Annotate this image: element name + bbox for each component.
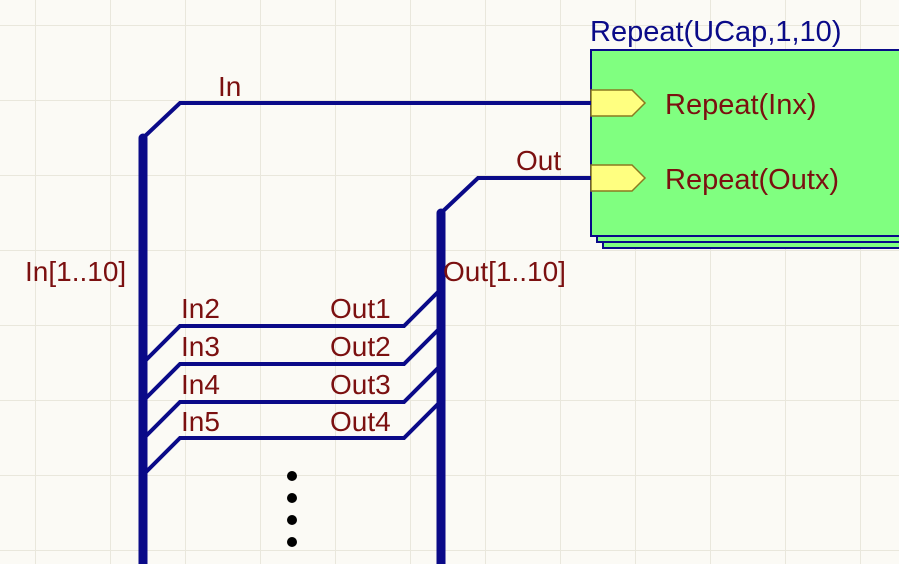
bus-entry-wire bbox=[141, 287, 443, 365]
bus-entry-wire bbox=[141, 325, 443, 403]
in-entry-label: In5 bbox=[181, 406, 220, 437]
sheet-entry-inx-port bbox=[590, 89, 647, 117]
sheet-symbol-designator: Repeat(UCap,1,10) bbox=[590, 16, 841, 48]
sheet-entry-inx-label: Repeat(Inx) bbox=[665, 89, 817, 121]
out-entry-label: Out4 bbox=[330, 406, 391, 437]
out-entry-label: Out2 bbox=[330, 331, 391, 362]
in-bus-label: In[1..10] bbox=[25, 256, 126, 287]
out-net-wire[interactable] bbox=[439, 176, 591, 215]
in-entry-label: In4 bbox=[181, 369, 220, 400]
sheet-entry-outx-label: Repeat(Outx) bbox=[665, 164, 839, 196]
bus-connection-3[interactable]: In4 Out3 bbox=[141, 363, 443, 441]
vertical-ellipsis-icon bbox=[287, 471, 297, 547]
bus-entry-wire bbox=[141, 363, 443, 441]
sheet-entry-outx-port bbox=[590, 164, 647, 192]
bus-connection-4[interactable]: In5 Out4 bbox=[141, 399, 443, 477]
out-entry-label: Out1 bbox=[330, 293, 391, 324]
bus-connection-1[interactable]: In2 Out1 bbox=[141, 287, 443, 365]
out-bus-label: Out[1..10] bbox=[443, 256, 566, 287]
in-net-label: In bbox=[218, 71, 241, 102]
sheet-symbol-body bbox=[590, 49, 899, 237]
bus-connection-2[interactable]: In3 Out2 bbox=[141, 325, 443, 403]
in-entry-label: In3 bbox=[181, 331, 220, 362]
sheet-entry-outx[interactable]: Repeat(Outx) bbox=[590, 164, 839, 196]
in-net-wire[interactable] bbox=[141, 101, 591, 140]
out-entry-label: Out3 bbox=[330, 369, 391, 400]
out-net-label: Out bbox=[516, 145, 561, 176]
bus-entry-wire bbox=[141, 399, 443, 477]
in-entry-label: In2 bbox=[181, 293, 220, 324]
sheet-symbol[interactable]: Repeat(UCap,1,10) Repeat(Inx) Repeat(Out… bbox=[590, 16, 899, 249]
sheet-entry-inx[interactable]: Repeat(Inx) bbox=[590, 89, 817, 121]
